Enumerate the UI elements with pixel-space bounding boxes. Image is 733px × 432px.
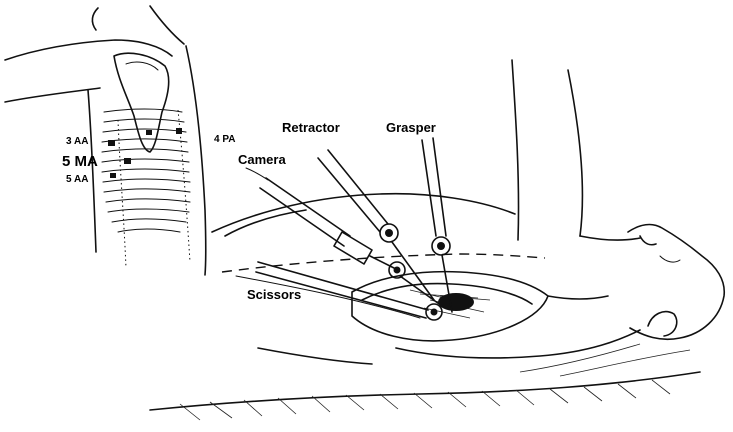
port-mark-5aa <box>110 173 116 178</box>
port-mark-3aa <box>108 140 115 146</box>
rib-cage <box>102 109 190 232</box>
scapula-ridge <box>126 62 158 70</box>
shoulder-outline <box>580 236 640 240</box>
camera-leader <box>246 168 268 180</box>
chest-side-outline <box>548 296 608 299</box>
label-5aa: 5 AA <box>66 174 88 185</box>
neck-outline <box>150 6 184 44</box>
patient-scene <box>150 60 724 420</box>
label-3aa: 3 AA <box>66 136 88 147</box>
camera-body <box>334 232 372 264</box>
eye-outline <box>660 256 680 262</box>
label-scissors: Scissors <box>247 287 301 302</box>
label-retractor: Retractor <box>282 120 340 135</box>
label-grasper: Grasper <box>386 120 436 135</box>
raised-arm-right-outline <box>568 70 582 236</box>
torso-front-outline <box>88 90 96 252</box>
hip-outline <box>258 348 372 364</box>
bed-drape-hatching <box>150 344 700 420</box>
port-mark-4pa <box>176 128 182 134</box>
label-5ma: 5 MA <box>62 153 98 170</box>
anterior-axillary-line <box>118 120 126 268</box>
flank-outline <box>396 330 640 358</box>
torso-fold <box>225 210 306 236</box>
chin-outline <box>92 8 98 30</box>
nose-outline <box>640 236 656 245</box>
ear-outline <box>648 312 677 336</box>
arm-bottom-outline <box>5 88 100 102</box>
port-mark-5ma <box>124 158 131 164</box>
port-mark-extra <box>146 130 152 135</box>
incision-cavity <box>438 293 474 311</box>
label-camera: Camera <box>238 152 286 167</box>
grasper-instrument <box>422 138 452 312</box>
chest-inset: 3 AA 5 MA 5 AA 4 PA <box>5 6 236 275</box>
label-4pa: 4 PA <box>214 134 236 145</box>
scapula-outline <box>114 53 169 152</box>
